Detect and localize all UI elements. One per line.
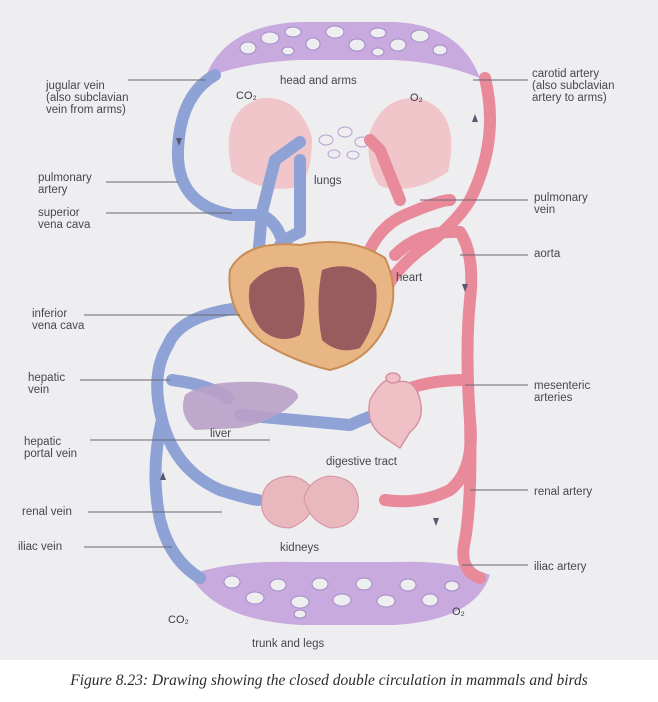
label-o2-top: O₂ — [410, 92, 423, 104]
label-kidneys: kidneys — [280, 542, 319, 554]
leader-lines — [80, 79, 528, 566]
kidneys — [261, 475, 359, 529]
label-jugular-vein: jugular vein (also subclavian vein from … — [46, 80, 129, 116]
label-renal-artery: renal artery — [534, 486, 593, 498]
label-o2-bottom: O₂ — [452, 606, 465, 618]
label-iliac-artery: iliac artery — [534, 561, 587, 573]
label-co2-bottom: CO₂ — [168, 614, 189, 626]
digestive-tract — [368, 372, 422, 450]
label-trunk-and-legs: trunk and legs — [252, 638, 325, 650]
label-aorta: aorta — [534, 248, 561, 260]
label-carotid-artery: carotid artery (also subclavian artery t… — [532, 68, 615, 104]
label-renal-vein: renal vein — [22, 506, 72, 518]
trunk-legs-capillary-bed — [190, 561, 490, 625]
label-mesenteric-arteries: mesenteric arteries — [534, 380, 591, 404]
head-arms-capillary-bed — [205, 22, 480, 78]
label-hepatic-portal-vein: hepatic portal vein — [24, 436, 78, 460]
flow-arrows — [160, 114, 478, 526]
circulation-diagram — [80, 22, 528, 625]
label-pulmonary-vein: pulmonary vein — [534, 192, 588, 216]
label-head-and-arms: head and arms — [280, 75, 357, 87]
label-hepatic-vein: hepatic vein — [28, 372, 66, 396]
label-inferior-vena-cava: inferior vena cava — [32, 308, 85, 332]
label-pulmonary-artery: pulmonary artery — [38, 172, 92, 196]
label-liver: liver — [210, 428, 232, 440]
label-iliac-vein: iliac vein — [18, 541, 63, 553]
figure-caption: Figure 8.23: Drawing showing the closed … — [70, 672, 588, 689]
label-heart: heart — [396, 272, 423, 284]
liver — [182, 381, 299, 430]
heart — [228, 240, 395, 372]
label-co2-top: CO₂ — [236, 90, 257, 102]
label-superior-vena-cava: superior vena cava — [38, 207, 91, 231]
label-lungs: lungs — [314, 175, 342, 187]
label-digestive-tract: digestive tract — [326, 456, 397, 468]
